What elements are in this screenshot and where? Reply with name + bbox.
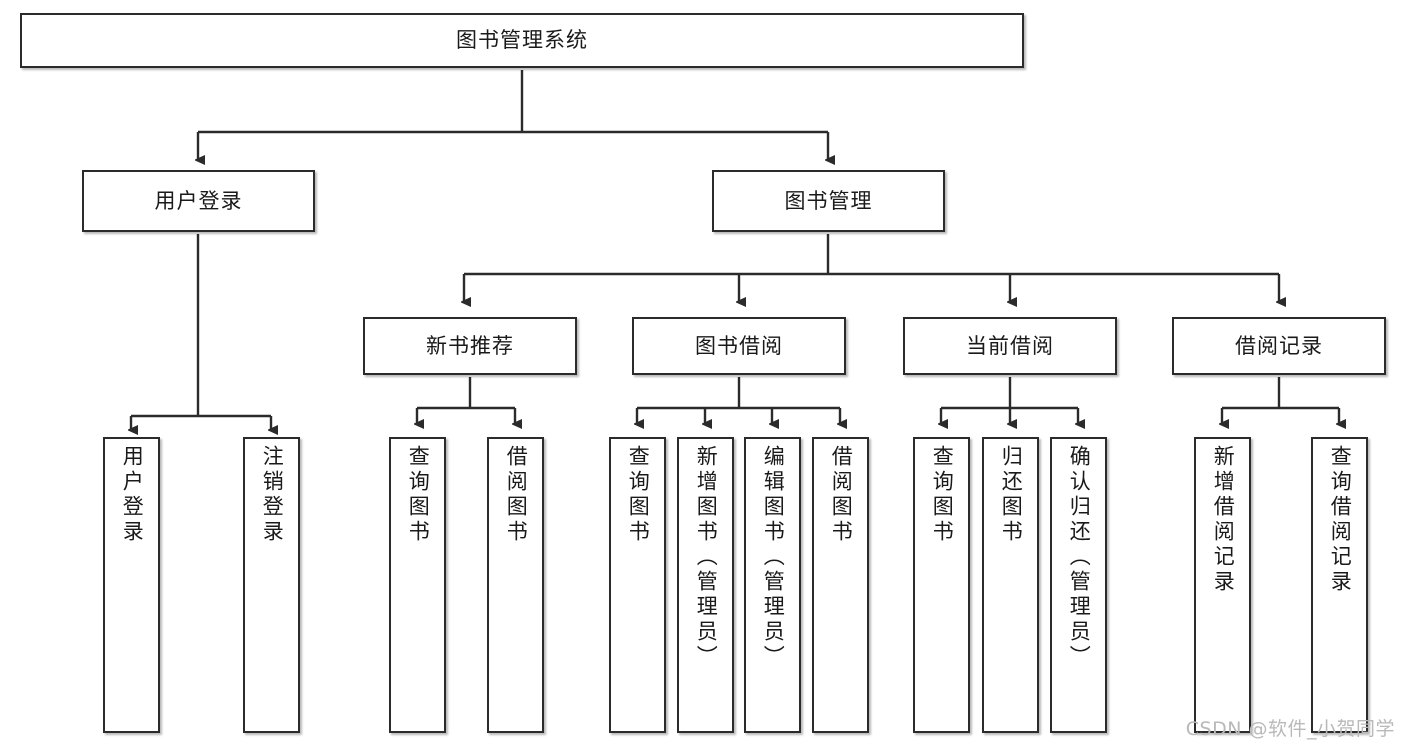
node-current-borrow[interactable]: 当前借阅 [903,317,1117,375]
node-label: 新书推荐 [426,333,514,358]
leaf-user-login-logout[interactable]: 注销登录 [243,437,300,733]
node-label: 注销登录 [260,445,285,545]
node-label: 借阅记录 [1235,333,1323,358]
leaf-borrow-record-query-record[interactable]: 查询借阅记录 [1311,437,1368,733]
leaf-current-borrow-query-book[interactable]: 查询图书 [913,437,970,733]
node-label: 查询图书 [930,445,955,545]
node-label: 确认归还（管理员） [1067,445,1092,670]
node-root-book-management-system[interactable]: 图书管理系统 [20,13,1024,68]
node-label: 查询图书 [626,445,651,545]
node-label: 归还图书 [999,445,1024,545]
leaf-new-book-query-book[interactable]: 查询图书 [389,437,446,733]
node-label: 图书管理 [784,188,873,213]
node-label: 图书借阅 [695,333,783,358]
node-user-login[interactable]: 用户登录 [82,170,315,232]
leaf-book-borrow-add-book-admin[interactable]: 新增图书（管理员） [677,437,734,733]
node-label: 新增借阅记录 [1211,445,1236,595]
node-label: 查询图书 [406,445,431,545]
node-label: 编辑图书（管理员） [761,445,786,670]
leaf-book-borrow-query-book[interactable]: 查询图书 [609,437,666,733]
node-new-book-recommend[interactable]: 新书推荐 [363,317,577,375]
leaf-book-borrow-edit-book-admin[interactable]: 编辑图书（管理员） [744,437,801,733]
node-label: 借阅图书 [829,445,854,545]
leaf-book-borrow-borrow-book[interactable]: 借阅图书 [812,437,869,733]
node-label: 用户登录 [120,445,145,545]
node-borrow-record[interactable]: 借阅记录 [1172,317,1386,375]
leaf-current-borrow-return-book[interactable]: 归还图书 [982,437,1039,733]
node-label: 新增图书（管理员） [694,445,719,670]
node-label: 当前借阅 [966,333,1054,358]
node-label: 借阅图书 [504,445,529,545]
node-label: 用户登录 [154,188,243,213]
node-label: 查询借阅记录 [1328,445,1353,595]
node-book-borrow[interactable]: 图书借阅 [632,317,846,375]
node-book-management[interactable]: 图书管理 [712,170,945,232]
leaf-borrow-record-add-record[interactable]: 新增借阅记录 [1194,437,1251,733]
leaf-user-login-login[interactable]: 用户登录 [103,437,160,733]
leaf-new-book-borrow-book[interactable]: 借阅图书 [487,437,544,733]
watermark-text: CSDN @软件_小贺同学 [1185,718,1395,740]
leaf-current-borrow-confirm-return-admin[interactable]: 确认归还（管理员） [1050,437,1107,733]
node-label: 图书管理系统 [456,28,588,53]
